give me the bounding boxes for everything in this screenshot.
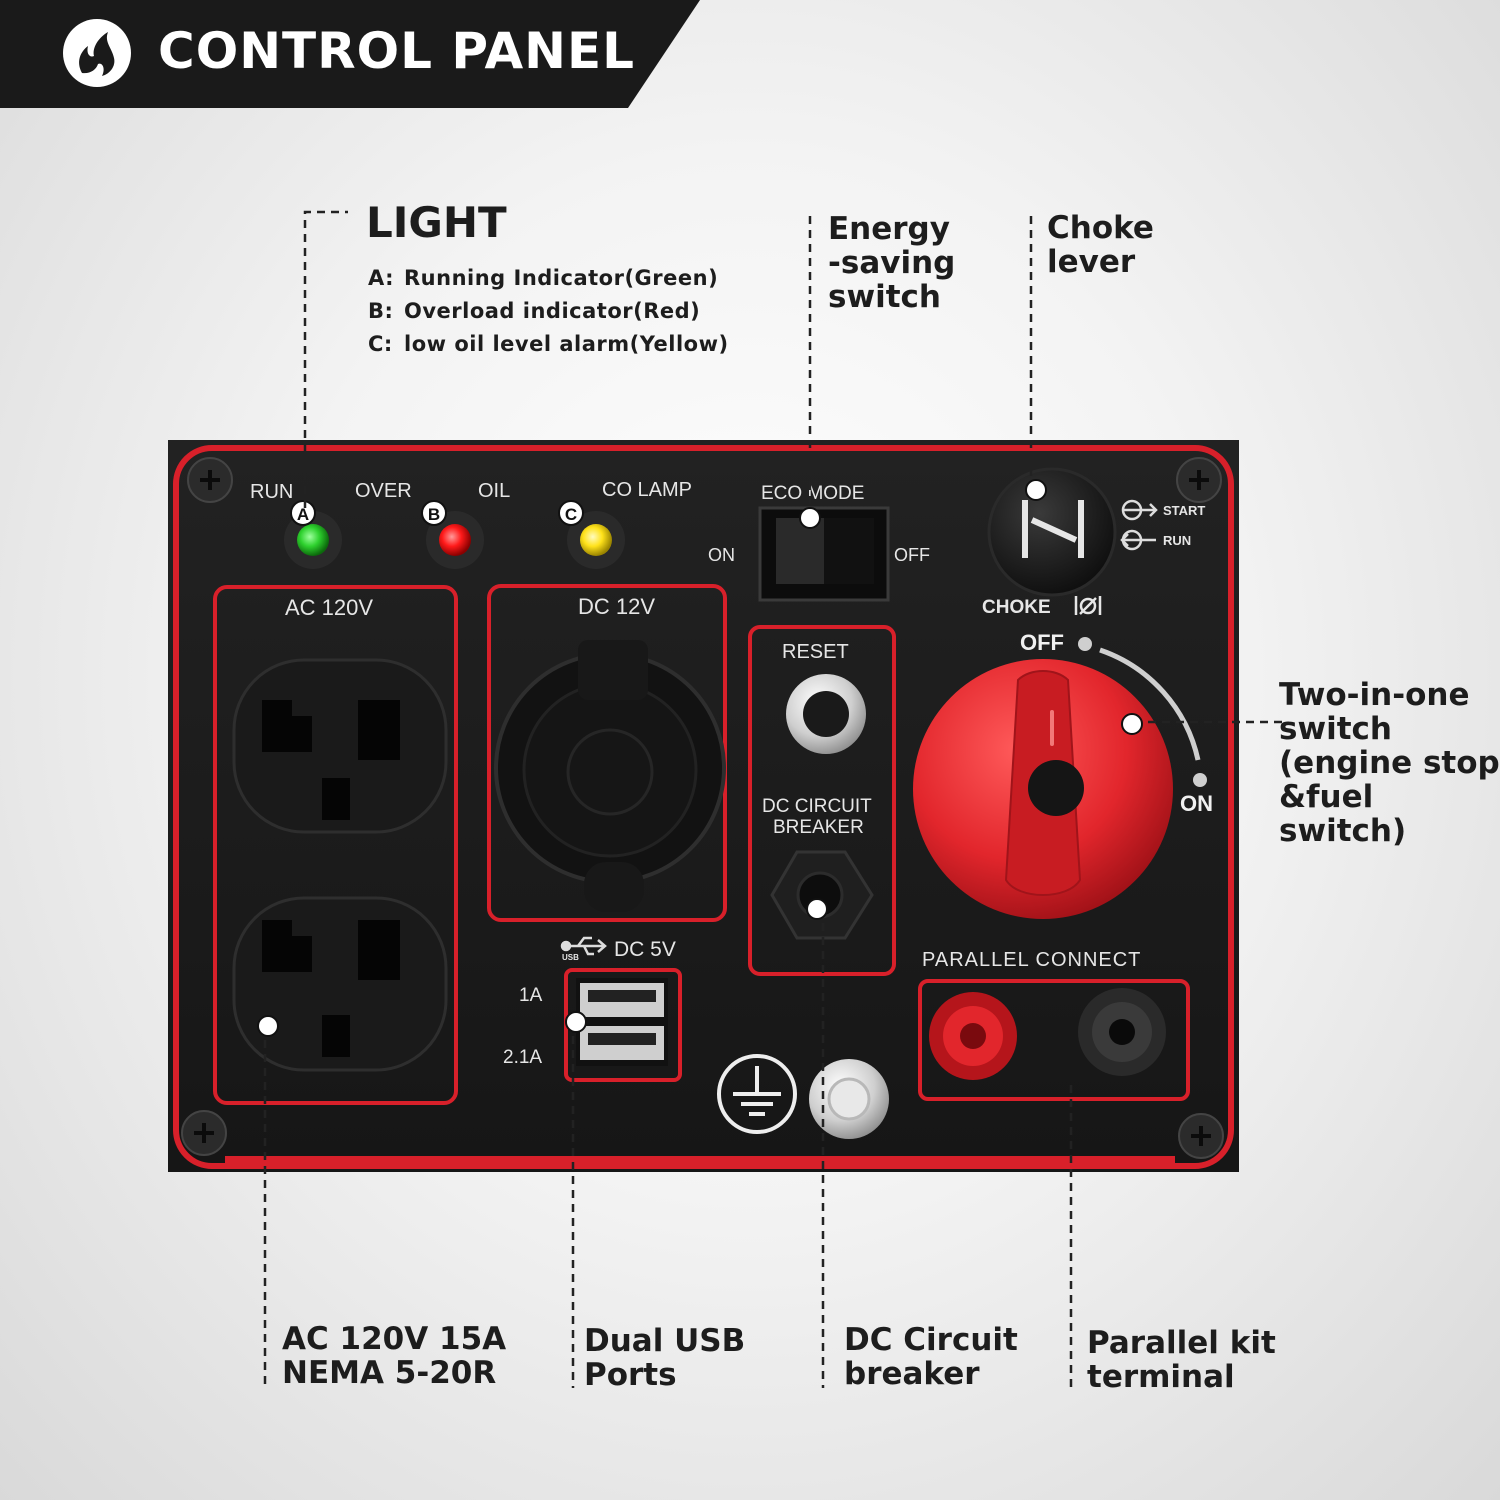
light-item-key: A:: [368, 266, 395, 290]
label-over: OVER: [355, 480, 412, 502]
svg-text:C: C: [565, 505, 577, 524]
choke-symbol-icon: [1074, 596, 1102, 615]
flame-logo-icon: [63, 19, 131, 87]
callout-parallel-kit: Parallel kit terminal: [1087, 1325, 1276, 1395]
light-item-text: low oil level alarm(Yellow): [404, 332, 729, 356]
label-co-lamp: CO LAMP: [602, 479, 692, 501]
light-item-text: Running Indicator(Green): [404, 266, 719, 290]
label-eco-off: OFF: [894, 545, 930, 565]
label-run-choke: RUN: [1163, 533, 1191, 548]
callout-dual-usb: Dual USB Ports: [584, 1323, 746, 1393]
label-eco-mode: ECO MODE: [761, 483, 864, 504]
header-banner: [0, 0, 700, 108]
parallel-section-frame: [918, 979, 1190, 1101]
label-dc-12v: DC 12V: [578, 594, 655, 619]
light-title: LIGHT: [366, 198, 507, 247]
label-usb-21a: 2.1A: [503, 1047, 542, 1068]
label-ac-120v: AC 120V: [285, 595, 373, 620]
label-eco-on: ON: [708, 545, 735, 565]
overload-indicator-led: [439, 524, 471, 556]
label-run: RUN: [250, 481, 293, 503]
light-item-a: A: Running Indicator(Green): [368, 266, 718, 290]
leader-lines: [263, 210, 1282, 1388]
label-dc-5v: DC 5V: [614, 938, 676, 961]
light-item-key: B:: [368, 299, 394, 323]
run-indicator-led: [297, 524, 329, 556]
callout-ac-outlet: AC 120V 15A NEMA 5-20R: [282, 1321, 507, 1391]
label-oil: OIL: [478, 480, 510, 502]
usb-port-21a[interactable]: [580, 1026, 664, 1060]
ac-outlet-top: [232, 658, 448, 834]
ac-outlet-bottom: [232, 896, 448, 1072]
label-parallel-connect: PARALLEL CONNECT: [922, 949, 1141, 971]
eco-rocker-switch: [776, 518, 824, 584]
parallel-terminal-black[interactable]: [1078, 988, 1166, 1076]
callout-energy-saving-switch: Energy -saving switch: [828, 211, 956, 315]
callout-choke-lever: Choke lever: [1047, 210, 1154, 280]
leader-dots: [257, 479, 1143, 1037]
ac-section-frame: [213, 585, 458, 1105]
light-item-b: B: Overload indicator(Red): [368, 299, 700, 323]
panel-trim-bottom: [225, 1156, 1175, 1168]
light-item-key: C:: [368, 332, 393, 356]
usb-port-1a[interactable]: [580, 983, 664, 1017]
callout-two-in-one-switch: Two-in-one switch (engine stop &fuel swi…: [1279, 677, 1500, 849]
label-breaker: BREAKER: [773, 817, 864, 838]
light-item-c: C: low oil level alarm(Yellow): [368, 332, 729, 356]
svg-text:A: A: [297, 505, 309, 524]
parallel-terminal-red[interactable]: [929, 992, 1017, 1080]
label-switch-off: OFF: [1020, 630, 1064, 655]
page-title: CONTROL PANEL: [158, 22, 636, 80]
breaker-section-frame: [748, 625, 896, 976]
led-marker-c: C: [558, 500, 584, 526]
svg-text:B: B: [428, 505, 440, 524]
label-dc-circuit: DC CIRCUIT: [762, 796, 872, 817]
callout-dc-circuit-breaker: DC Circuit breaker: [844, 1322, 1018, 1392]
led-marker-a: A: [290, 500, 316, 526]
dc12v-socket-cover: [494, 640, 726, 912]
start-arrow-icon: [1121, 499, 1158, 521]
label-switch-on: ON: [1180, 791, 1213, 816]
usb-icon: [560, 936, 607, 956]
label-usb-1a: 1A: [519, 985, 543, 1006]
label-choke: CHOKE: [982, 597, 1051, 618]
led-marker-b: B: [421, 500, 447, 526]
ground-icon: [717, 1054, 797, 1134]
oil-alarm-led: [580, 524, 612, 556]
light-item-text: Overload indicator(Red): [404, 299, 701, 323]
run-arrow-icon: [1120, 529, 1156, 551]
label-start: START: [1163, 503, 1205, 518]
label-reset: RESET: [782, 641, 849, 663]
label-usb-tag: USB: [562, 953, 579, 962]
